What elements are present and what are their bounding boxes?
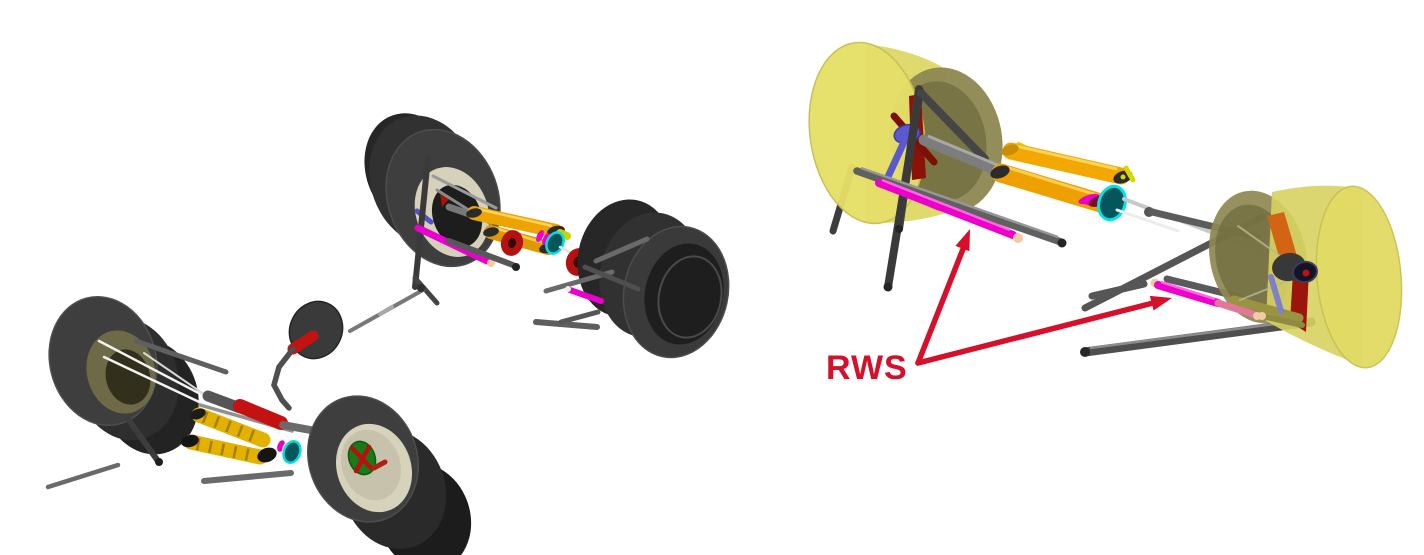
brake-disc-cyan: [282, 440, 302, 464]
rws-arrowhead-upper: [955, 229, 970, 252]
rws-annotation: RWS: [826, 229, 1172, 387]
rws-label: RWS: [826, 349, 908, 387]
steering-column-red: [287, 330, 319, 355]
left-view-full-vehicle-model: [45, 113, 730, 555]
rws-arrow-upper: [915, 246, 966, 366]
suspension-arm: [412, 155, 431, 290]
rear-tie-rod-magenta: [567, 287, 604, 304]
shock-absorber: [467, 206, 563, 238]
coil-spring: [183, 434, 268, 465]
front-axle-assembly: [181, 390, 320, 465]
hub-blue-link: [883, 138, 908, 183]
front-right-wheel: [306, 395, 472, 555]
hub-blue-link: [1268, 274, 1284, 314]
steering-assembly: [271, 284, 425, 411]
tie-rod-pink-segment: [1214, 299, 1257, 318]
steering-rack-red: [233, 399, 288, 430]
right-view-rear-axle-closeup: [808, 41, 1403, 369]
rws-arrow-right: [915, 300, 1156, 366]
rws-tie-rod-right: [1154, 281, 1222, 307]
rear-right-wheel: [577, 199, 730, 359]
shock-absorber: [1002, 142, 1130, 185]
hub-red-detail: [440, 193, 449, 207]
trailing-link: [1080, 317, 1316, 357]
ball-joint: [565, 286, 571, 292]
rear-left-wheel: [364, 113, 501, 306]
rws-arrowhead-right: [1149, 295, 1172, 311]
rear-right-wheel-translucent: [1209, 185, 1403, 369]
rear-right-corner-links: [533, 236, 650, 330]
brake-disc-cyan: [545, 231, 565, 255]
ball-joint: [1013, 233, 1023, 243]
wishbone-link: [97, 339, 214, 402]
brake-disc-cyan: [1097, 184, 1127, 222]
steering-column: [271, 346, 296, 411]
left-corner-links: [853, 166, 1067, 248]
suspension-arm: [917, 89, 989, 163]
ball-joint: [1253, 312, 1261, 320]
wheel-spoke-orange: [1267, 212, 1297, 260]
ball-joint: [487, 259, 495, 267]
rws-tie-rod-right-group: [1150, 278, 1261, 320]
rear-left-wheel-translucent: [808, 41, 1008, 292]
axle-tube: [918, 134, 1008, 178]
rws-tie-rod-left: [875, 179, 1017, 239]
shaft-joint: [417, 284, 425, 292]
